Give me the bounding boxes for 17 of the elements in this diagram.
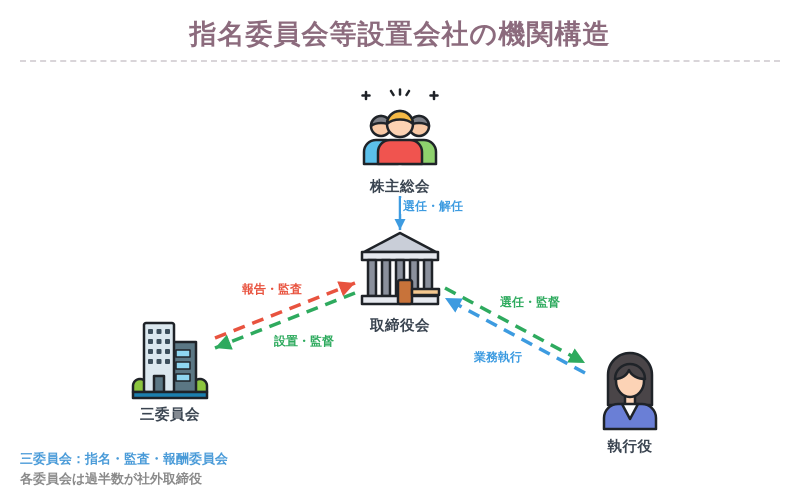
edge-label: 業務執行 xyxy=(472,349,524,365)
arrow xyxy=(214,291,356,350)
title: 指名委員会等設置会社の機関構造 xyxy=(190,18,610,52)
arrow xyxy=(214,281,356,340)
arrow xyxy=(444,286,586,365)
note: 各委員会は過半数が社外取締役 xyxy=(20,471,202,488)
edge-label: 選任・解任 xyxy=(401,198,465,214)
edge-label: 設置・監督 xyxy=(272,333,336,349)
node-label: 執行役 xyxy=(608,438,652,456)
node-label: 取締役会 xyxy=(370,317,430,335)
node-label: 三委員会 xyxy=(140,406,200,424)
note: 三委員会：指名・監査・報酬委員会 xyxy=(20,451,228,468)
edge-label: 報告・監査 xyxy=(240,281,304,297)
arrow xyxy=(444,296,586,375)
arrow xyxy=(394,196,406,230)
node-label: 株主総会 xyxy=(370,178,430,196)
edge-label: 選任・監督 xyxy=(498,294,562,310)
